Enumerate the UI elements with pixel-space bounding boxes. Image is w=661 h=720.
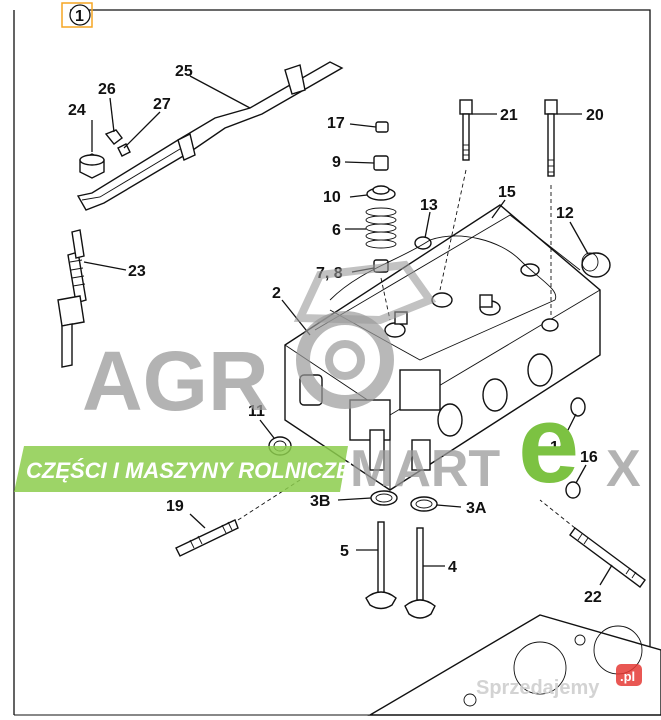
callout-20: 20 <box>586 107 604 124</box>
site-watermark-suffix: .pl <box>620 669 635 684</box>
sprzedajemy-watermark: Sprzedajemy .pl <box>476 664 642 699</box>
callout-11: 11 <box>248 403 265 420</box>
nut-24 <box>79 153 105 179</box>
plug-13 <box>414 236 432 250</box>
watermark-brand-x: X <box>606 440 641 498</box>
watermark-brand-right: MART <box>350 440 500 498</box>
head-bolt-21 <box>459 99 473 161</box>
head-gasket <box>367 614 661 716</box>
figure-number-badge: 1 <box>61 2 93 28</box>
watermark-tractor-icon <box>293 260 437 325</box>
callout-16: 16 <box>580 449 598 466</box>
watermark-brand-e: e <box>518 383 579 506</box>
site-logo-badge <box>616 664 642 686</box>
valve-cap-17 <box>375 121 389 133</box>
watermark-banner-text: CZĘŚCI I MASZYNY ROLNICZE <box>26 458 352 483</box>
callout-3b: 3B <box>310 493 330 510</box>
callout-15: 15 <box>498 184 516 201</box>
agromartex-watermark: AGR MART e X CZĘŚCI I MASZYNY ROLNICZE <box>14 260 641 506</box>
watermark-brand-left: AGR <box>82 334 269 428</box>
valve-seat-3a <box>410 496 438 512</box>
plug-12 <box>581 252 611 278</box>
callout-13: 13 <box>420 197 438 214</box>
glow-plug-bus-bar <box>76 61 344 211</box>
valve-4 <box>404 527 436 619</box>
callout-17: 17 <box>327 115 345 132</box>
valve-seat-3b <box>370 490 398 506</box>
watermark-banner <box>14 446 348 492</box>
site-watermark-text: Sprzedajemy <box>476 677 600 699</box>
callout-10: 10 <box>323 189 341 206</box>
callout-22: 22 <box>584 589 602 606</box>
stud-19 <box>175 519 239 557</box>
seal-16 <box>565 481 581 499</box>
callout-14: 14 <box>550 439 568 456</box>
callout-labels: 25 26 27 24 23 17 9 10 6 7, 8 21 20 13 1… <box>68 63 604 606</box>
valve-seal-9 <box>373 155 389 171</box>
callout-3a: 3A <box>466 500 487 517</box>
callout-25: 25 <box>175 63 193 80</box>
washer-27 <box>117 143 131 157</box>
figure-number: 1 <box>75 8 84 25</box>
washer-26 <box>104 129 123 145</box>
callout-24: 24 <box>68 102 86 119</box>
frame-border <box>70 9 651 715</box>
glow-plug-23 <box>57 229 87 368</box>
spring-retainer-10 <box>366 185 396 201</box>
callout-9: 9 <box>332 154 341 171</box>
stud-22 <box>569 527 646 588</box>
callout-4: 4 <box>448 559 457 576</box>
valve-spring-6 <box>365 207 397 249</box>
callout-6: 6 <box>332 222 341 239</box>
valve-5 <box>365 521 397 610</box>
callout-21: 21 <box>500 107 518 124</box>
callout-2: 2 <box>272 285 281 302</box>
callout-27: 27 <box>153 96 171 113</box>
callout-19: 19 <box>166 498 184 515</box>
callout-26: 26 <box>98 81 116 98</box>
seal-14 <box>570 397 586 417</box>
callout-5: 5 <box>340 543 349 560</box>
callout-23: 23 <box>128 263 146 280</box>
callout-12: 12 <box>556 205 574 222</box>
head-bolt-20 <box>544 99 558 177</box>
